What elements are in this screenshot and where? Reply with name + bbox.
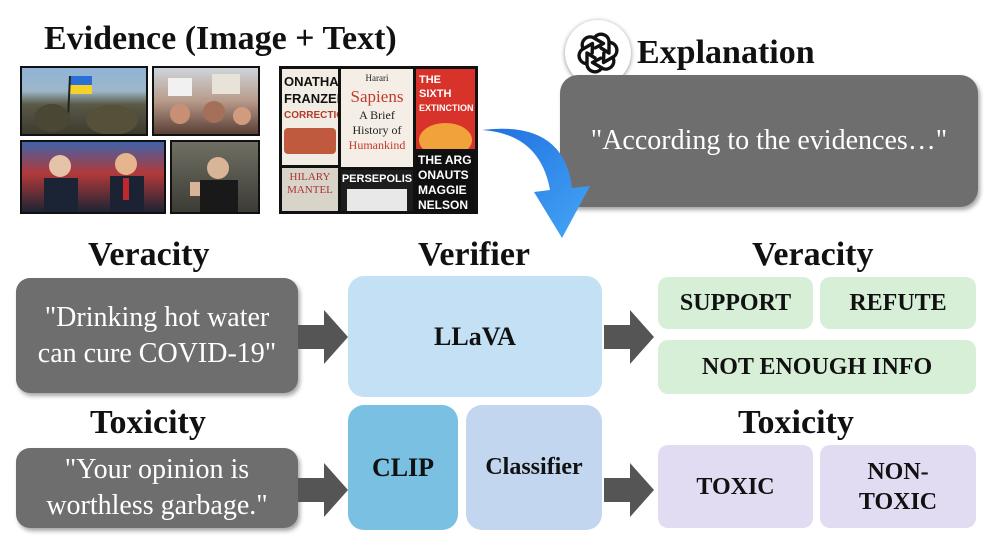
refute-text: REFUTE — [849, 290, 947, 316]
evidence-photo-speaker — [170, 140, 260, 214]
toxicity-claim-box: "Your opinion is worthless garbage." — [16, 448, 298, 528]
arrow-right-icon — [298, 463, 348, 517]
explanation-text: "According to the evidences…" — [590, 125, 948, 156]
toxicity-claim-line1: "Your opinion is — [64, 454, 250, 485]
book-cover-sapiens: Harari Sapiens A Brief History of Humank… — [340, 68, 414, 168]
clip-model-box: CLIP — [348, 405, 458, 530]
book-line: MAGGIE — [418, 183, 467, 197]
toxicity-output-title: Toxicity — [738, 404, 854, 441]
toxicity-claim-line2: worthless garbage." — [46, 490, 268, 521]
book-line: History of — [352, 123, 402, 137]
arrow-right-icon — [298, 310, 348, 364]
book-cover-persepolis: PERSEPOLIS — [340, 169, 414, 212]
veracity-claim-line2: can cure COVID-19" — [37, 337, 277, 369]
book-cover-sixth-extinction: THE SIXTH EXTINCTION — [415, 68, 476, 150]
book-cover-argonauts: THE ARG ONAUTS MAGGIE NELSON — [415, 151, 476, 212]
non-toxic-text-line2: TOXIC — [858, 488, 938, 515]
classifier-label: Classifier — [485, 454, 583, 480]
book-line: Harari — [365, 73, 389, 83]
book-line: NELSON — [418, 198, 469, 212]
blue-curved-arrow-icon — [482, 128, 590, 238]
evidence-photo-soldiers — [20, 66, 148, 136]
explanation-title: Explanation — [637, 34, 815, 71]
arrow-right-icon — [604, 463, 654, 517]
not-enough-info-label: NOT ENOUGH INFO — [658, 340, 976, 394]
non-toxic-text-line1: NON- — [867, 458, 929, 485]
support-label: SUPPORT — [658, 277, 813, 329]
book-line: ONATHAN — [284, 74, 339, 89]
non-toxic-label: NON- TOXIC — [820, 445, 976, 528]
llava-label: LLaVA — [434, 321, 516, 351]
book-line: PERSEPOLIS — [341, 173, 413, 185]
evidence-photo-protest — [152, 66, 260, 136]
explanation-box: "According to the evidences…" — [560, 75, 978, 207]
book-line: THE SIXTH — [419, 74, 452, 100]
book-cover-mantel: HILARY MANTEL — [281, 167, 339, 212]
veracity-input-title: Veracity — [88, 236, 210, 273]
verifier-title: Verifier — [418, 236, 531, 273]
refute-label: REFUTE — [820, 277, 976, 329]
not-enough-info-text: NOT ENOUGH INFO — [701, 354, 933, 380]
toxic-text: TOXIC — [696, 473, 775, 500]
arrow-right-icon — [604, 310, 654, 364]
book-line: THE ARG — [418, 153, 472, 167]
book-line: EXTINCTION — [419, 103, 474, 113]
book-line: FRANZEN — [284, 91, 338, 106]
book-line: A Brief — [359, 108, 395, 122]
book-cover-franzen: ONATHAN FRANZEN CORRECTIONS — [281, 68, 339, 166]
evidence-title: Evidence (Image + Text) — [44, 20, 397, 57]
clip-label: CLIP — [371, 452, 435, 482]
llava-model-box: LLaVA — [348, 276, 602, 397]
toxic-label: TOXIC — [658, 445, 813, 528]
veracity-claim-line1: "Drinking hot water — [44, 301, 270, 333]
book-line: Humankind — [348, 138, 406, 152]
veracity-claim-box: "Drinking hot water can cure COVID-19" — [16, 278, 298, 393]
book-line: CORRECTIONS — [284, 110, 338, 121]
classifier-model-box: Classifier — [466, 405, 602, 530]
book-line: MANTEL — [287, 184, 333, 196]
evidence-photo-collage — [20, 66, 260, 214]
toxicity-input-title: Toxicity — [90, 404, 206, 441]
book-line: ONAUTS — [418, 168, 469, 182]
evidence-book-covers: ONATHAN FRANZEN CORRECTIONS Harari Sapie… — [279, 66, 478, 214]
book-line: HILARY — [289, 171, 331, 183]
support-text: SUPPORT — [679, 290, 792, 316]
veracity-output-title: Veracity — [752, 236, 874, 273]
book-line: Sapiens — [350, 87, 404, 106]
evidence-photo-politicians — [20, 140, 166, 214]
